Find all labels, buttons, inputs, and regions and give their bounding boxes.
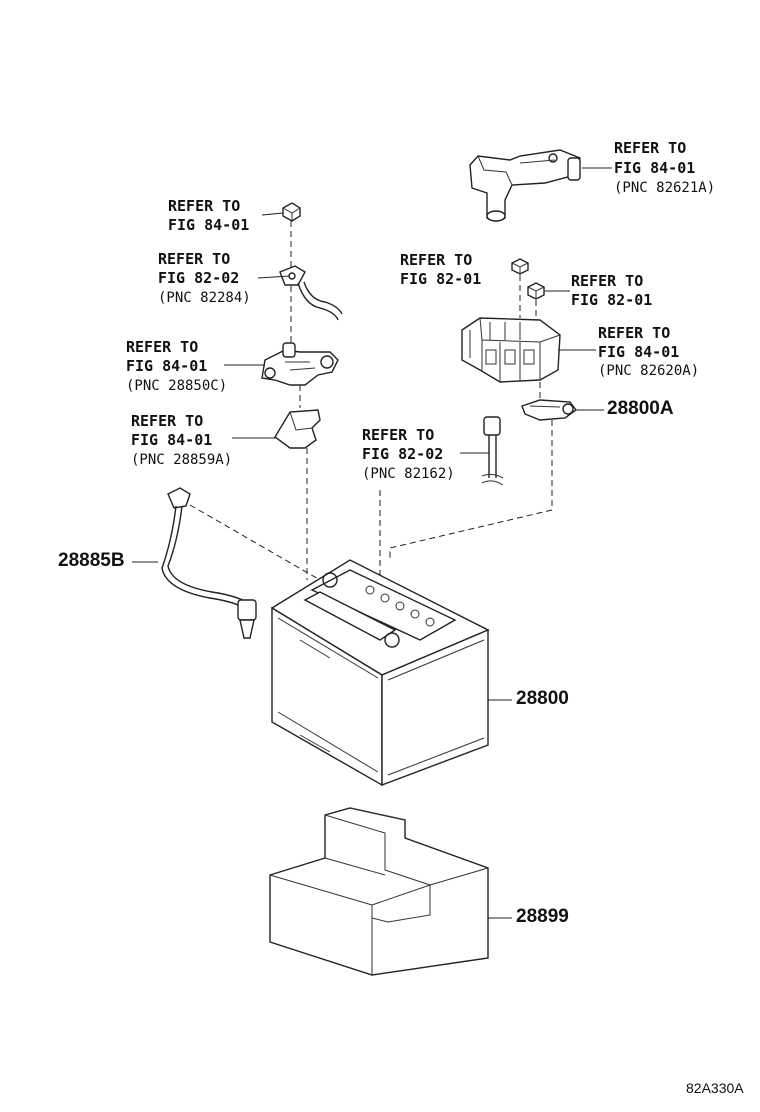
ground-cable-icon (161, 487, 257, 639)
figure-code: 82A330A (686, 1080, 744, 1096)
ref-84-01-fusebox-line1: REFER TO (598, 324, 671, 342)
ref-84-01-nut-left-line1: REFER TO (168, 197, 241, 215)
nut-icon (511, 258, 529, 275)
terminal-clamp-icon (261, 342, 339, 386)
terminal-lug-icon (279, 265, 343, 321)
ref-84-01-nut-left-line2: FIG 84-01 (168, 216, 250, 234)
ref-82-02-wire-line2: FIG 82-02 (362, 445, 444, 463)
ref-84-01-sensor-line1: REFER TO (614, 139, 687, 157)
ref-84-01-bracket-pnc: (PNC 28859A) (131, 452, 233, 468)
ref-84-01-clamp-line2: FIG 84-01 (126, 357, 208, 375)
ref-84-01-sensor-line2: FIG 84-01 (614, 159, 696, 177)
part-number-28885B[interactable]: 28885B (58, 550, 125, 571)
wire-connector-icon (481, 416, 504, 486)
fusible-link-icon (521, 399, 577, 421)
battery-tray-icon (269, 807, 489, 976)
ref-82-02-wire-pnc: (PNC 82162) (362, 466, 455, 482)
ref-84-01-clamp-line1: REFER TO (126, 338, 199, 356)
ref-82-02-wire-line1: REFER TO (362, 426, 435, 444)
ref-82-02-terminal-line1: REFER TO (158, 250, 231, 268)
ref-84-01-bracket-line2: FIG 84-01 (131, 431, 213, 449)
ref-82-01-nut-mid-line2: FIG 82-01 (400, 270, 482, 288)
ref-82-02-terminal-line2: FIG 82-02 (158, 269, 240, 287)
part-number-28899[interactable]: 28899 (516, 906, 569, 927)
battery-icon (270, 559, 490, 787)
fuse-box-icon (461, 317, 561, 383)
ref-82-01-nut-mid-line1: REFER TO (400, 251, 473, 269)
ref-82-02-terminal-pnc: (PNC 82284) (158, 290, 251, 306)
ref-84-01-clamp-pnc: (PNC 28850C) (126, 378, 228, 394)
part-number-28800A[interactable]: 28800A (607, 398, 674, 419)
current-sensor-icon (469, 149, 581, 222)
part-number-28800[interactable]: 28800 (516, 688, 569, 709)
ref-84-01-fusebox-line2: FIG 84-01 (598, 343, 680, 361)
nut-icon (282, 202, 301, 222)
ref-84-01-bracket-line1: REFER TO (131, 412, 204, 430)
bracket-icon (274, 409, 321, 449)
ref-84-01-sensor-pnc: (PNC 82621A) (614, 180, 716, 196)
ref-84-01-fusebox-pnc: (PNC 82620A) (598, 363, 700, 379)
nut-icon (527, 282, 545, 300)
ref-82-01-nut-right-line1: REFER TO (571, 272, 644, 290)
ref-82-01-nut-right-line2: FIG 82-01 (571, 291, 653, 309)
